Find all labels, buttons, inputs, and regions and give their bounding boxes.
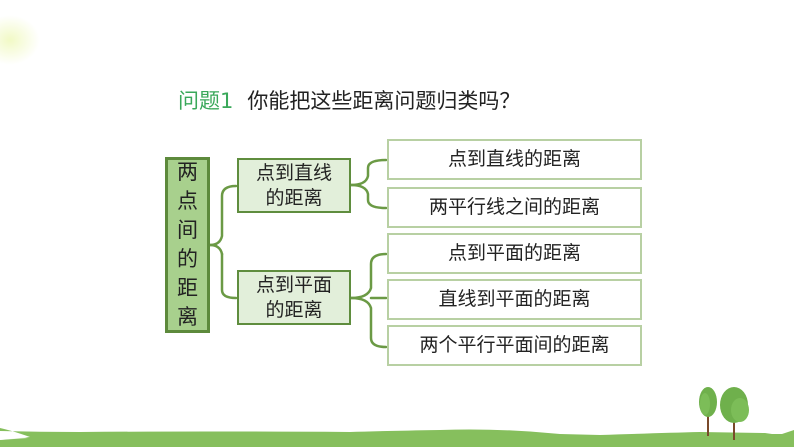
branch-label: 点到直线 xyxy=(255,161,332,184)
branch-label: 的距离 xyxy=(265,298,323,321)
root-char: 的 xyxy=(177,247,198,271)
branch1-bracket-icon xyxy=(349,158,388,187)
root-char: 两 xyxy=(177,160,198,184)
root-char: 离 xyxy=(177,305,198,329)
leaf-node: 直线到平面的距离 xyxy=(387,279,642,320)
leaf-node: 点到平面的距离 xyxy=(387,233,642,274)
question-text: 你能把这些距离问题归类吗？ xyxy=(247,89,521,113)
question-title: 问题1 你能把这些距离问题归类吗？ xyxy=(178,86,520,116)
root-node: 两 点 间 的 距 离 xyxy=(165,157,210,333)
root-char: 点 xyxy=(177,189,198,213)
leaf-node: 两平行线之间的距离 xyxy=(387,187,642,228)
leaf-node: 两个平行平面间的距离 xyxy=(387,325,642,366)
root-bracket-icon xyxy=(208,184,238,247)
leaf-node: 点到直线的距离 xyxy=(387,139,642,180)
branch-label: 点到平面 xyxy=(255,273,332,296)
trees-icon xyxy=(699,387,749,440)
root-char: 间 xyxy=(177,218,198,242)
question-label: 问题1 xyxy=(178,89,234,113)
root-char: 距 xyxy=(177,276,198,300)
branch2-bracket-icon xyxy=(349,252,388,300)
branch-label: 的距离 xyxy=(265,186,323,209)
branch-node-point-to-line: 点到直线 的距离 xyxy=(237,158,351,213)
corner-glow xyxy=(0,15,40,65)
branch-node-point-to-plane: 点到平面 的距离 xyxy=(237,270,351,325)
